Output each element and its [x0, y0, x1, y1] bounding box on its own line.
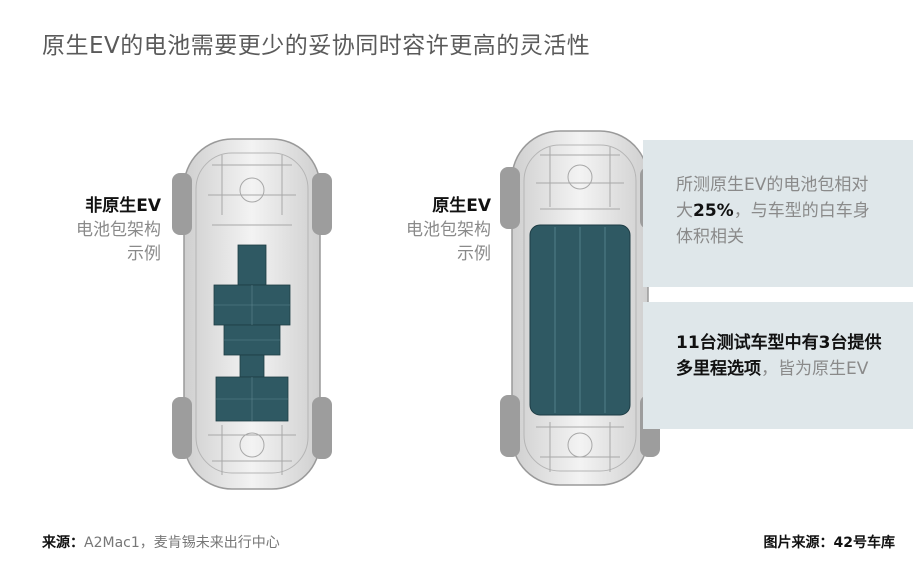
native-ev-label: 原生EV 电池包架构 示例 — [406, 194, 491, 266]
label-line: 电池包架构 — [406, 220, 491, 240]
non-native-ev-label: 非原生EV 电池包架构 示例 — [76, 194, 161, 266]
range-options-callout: 11台测试车型中有3台提供多里程选项，皆为原生EV — [643, 302, 913, 429]
label-line: 示例 — [457, 244, 491, 264]
callout-highlight: 25% — [693, 201, 734, 221]
label-heading: 原生EV — [432, 196, 491, 216]
source-value: A2Mac1，麦肯锡未来出行中心 — [84, 535, 280, 551]
callout-text-post: ，与车型的白车身体积相关 — [676, 201, 870, 247]
label-line: 示例 — [127, 244, 161, 264]
battery-size-callout: 所测原生EV的电池包相对大25%，与车型的白车身体积相关 — [643, 140, 913, 287]
callout-text: 11台测试车型中有3台提供多里程选项，皆为原生EV — [676, 330, 885, 382]
label-heading: 非原生EV — [85, 196, 161, 216]
callout-highlight: 11台测试车型中有3台提供多里程选项 — [676, 333, 882, 379]
page-title: 原生EV的电池需要更少的妥协同时容许更高的灵活性 — [42, 33, 591, 59]
callout-text-pre: 所测原生EV的电池包相对大 — [676, 175, 869, 221]
callout-text: 所测原生EV的电池包相对大25%，与车型的白车身体积相关 — [676, 172, 885, 250]
label-line: 电池包架构 — [76, 220, 161, 240]
native-ev-car-image — [500, 127, 660, 487]
non-native-ev-car-image — [172, 135, 332, 495]
source-note: 来源：A2Mac1，麦肯锡未来出行中心 — [42, 532, 280, 552]
source-key: 来源： — [42, 535, 84, 551]
callout-text-post: ，皆为原生EV — [761, 359, 869, 379]
image-credit: 图片来源：42号车库 — [763, 535, 895, 551]
